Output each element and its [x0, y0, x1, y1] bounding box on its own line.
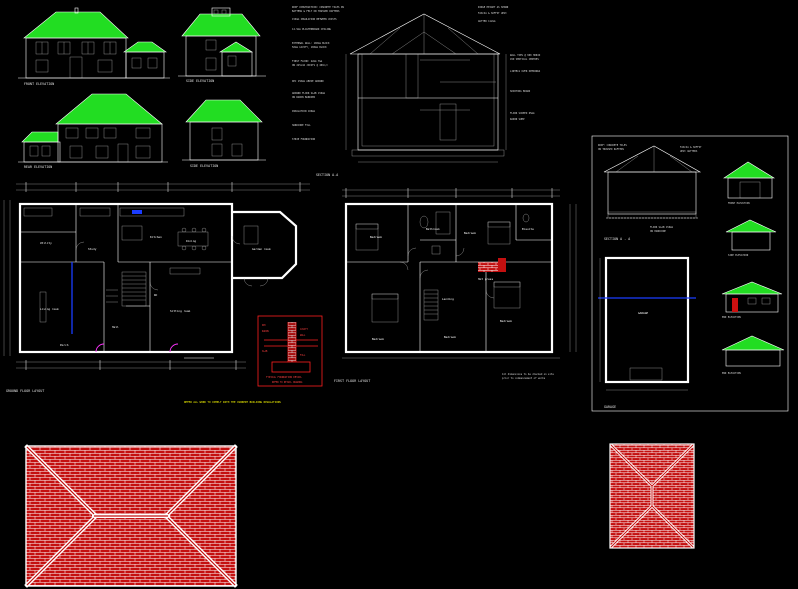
svg-text:DPC 150mm ABOVE GROUND: DPC 150mm ABOVE GROUND: [292, 80, 324, 83]
svg-text:ROOF CONSTRUCTION: CONCRETE TI: ROOF CONSTRUCTION: CONCRETE TILES ON: [292, 6, 344, 9]
detail-note: REFER TO DETAIL DRAWING: [272, 381, 303, 384]
svg-text:WALL TIES @ 900 HORIZ: WALL TIES @ 900 HORIZ: [510, 54, 541, 57]
garage-front-label: FRONT ELEVATION: [728, 202, 750, 205]
svg-text:INSULATION 100mm: INSULATION 100mm: [292, 110, 316, 113]
garage-sheet: ROOF: CONCRETE TILES ON TRUSSED RAFTERS …: [591, 135, 789, 412]
ff-room-bedroom-4: Bedroom: [500, 319, 512, 323]
svg-text:50mm CAVITY, 100mm BLOCK: 50mm CAVITY, 100mm BLOCK: [292, 46, 327, 49]
ff-room-landing: Landing: [442, 297, 454, 301]
note-right-2: prior to commencement of works: [502, 377, 546, 380]
garage-room-label: GARAGE: [638, 311, 648, 315]
svg-text:Bedroom: Bedroom: [444, 335, 456, 339]
ff-room-bedroom-2: Bedroom: [464, 231, 476, 235]
ff-room-bathroom: Bathroom: [426, 227, 440, 231]
svg-text:RADON SUMP: RADON SUMP: [510, 118, 525, 121]
room-utility: Utility: [40, 241, 52, 245]
house-roof-plan: [24, 444, 238, 588]
ff-room-bedroom-3: Bedroom: [372, 337, 384, 341]
svg-text:EXTERNAL WALL: 100mm BLOCK: EXTERNAL WALL: 100mm BLOCK: [292, 42, 330, 45]
note-right-1: All dimensions to be checked on site: [502, 373, 554, 376]
side-elevation-2-label: SIDE ELEVATION: [190, 164, 218, 168]
first-floor-title: FIRST FLOOR LAYOUT: [334, 379, 370, 383]
svg-text:STRIP FOUNDATION: STRIP FOUNDATION: [292, 138, 316, 141]
svg-text:SLAB: SLAB: [262, 350, 268, 353]
detail-caption: TYPICAL FOUNDATION DETAIL: [266, 376, 303, 379]
garage-plan-title: GARAGE: [604, 405, 616, 409]
svg-text:UPVC GUTTERS: UPVC GUTTERS: [680, 150, 698, 153]
svg-text:450 VERTICAL CENTRES: 450 VERTICAL CENTRES: [510, 58, 539, 61]
rear-elevation-label: REAR ELEVATION: [24, 165, 52, 169]
svg-text:BATTENS & FELT ON TRUSSED RAFT: BATTENS & FELT ON TRUSSED RAFTERS: [292, 10, 340, 13]
room-hall: Hall: [112, 325, 119, 329]
ff-room-hotpress: Hot press: [478, 277, 493, 281]
side-elevation-2: SIDE ELEVATION: [182, 99, 266, 168]
svg-text:LINTELS OVER OPENINGS: LINTELS OVER OPENINGS: [510, 70, 541, 73]
svg-text:150mm INSULATION BETWEEN JOIST: 150mm INSULATION BETWEEN JOISTS: [292, 18, 337, 21]
svg-text:CAVITY: CAVITY: [300, 328, 309, 331]
room-sitting: Sitting room: [170, 309, 191, 313]
svg-text:GUTTER 112mm: GUTTER 112mm: [478, 20, 496, 23]
ff-room-bedroom-1: Bedroom: [370, 235, 382, 239]
first-floor-plan: Bedroom Bathroom Ensuite Bedroom Bedroom…: [334, 188, 577, 383]
svg-text:ON TRUSSED RAFTERS: ON TRUSSED RAFTERS: [598, 148, 624, 151]
svg-text:ON 225x44 JOISTS @ 400c/c: ON 225x44 JOISTS @ 400c/c: [292, 64, 329, 67]
front-elevation-label: FRONT ELEVATION: [24, 82, 54, 86]
ff-room-ensuite: Ensuite: [522, 227, 534, 231]
section-a-a: ROOF CONSTRUCTION: CONCRETE TILES ON BAT…: [292, 6, 541, 177]
svg-text:GROUND FLOOR SLAB 150mm: GROUND FLOOR SLAB 150mm: [292, 92, 326, 95]
foundation-detail: DPC RADON CAVITY WALL SLAB FILL TYPICAL FOU…: [257, 315, 323, 387]
svg-text:ROOF: CONCRETE TILES: ROOF: CONCRETE TILES: [598, 144, 627, 147]
room-garden-room: Garden room: [252, 247, 271, 251]
room-dining: Dining: [186, 239, 196, 243]
side-elevation-label: SIDE ELEVATION: [186, 79, 214, 83]
garage-side-label: SIDE ELEVATION: [728, 254, 749, 257]
room-living: Living room: [40, 307, 59, 311]
regulations-note: REFER ALL WORK TO COMPLY WITH THE CURREN…: [184, 400, 281, 404]
svg-text:WALL: WALL: [300, 334, 306, 337]
front-elevation: FRONT ELEVATION: [18, 7, 170, 86]
ground-floor-title: GROUND FLOOR LAYOUT: [6, 389, 44, 393]
garage-end2-label: END ELEVATION: [722, 372, 741, 375]
room-kitchen: Kitchen: [150, 235, 162, 239]
svg-text:12.5mm PLASTERBOARD CEILING: 12.5mm PLASTERBOARD CEILING: [292, 28, 331, 31]
svg-text:FILL: FILL: [300, 354, 306, 357]
svg-text:RIDGE HEIGHT AS SHOWN: RIDGE HEIGHT AS SHOWN: [478, 6, 509, 9]
svg-text:HARDCORE FILL: HARDCORE FILL: [292, 124, 311, 127]
svg-text:FIRST FLOOR: 22mm T&G: FIRST FLOOR: 22mm T&G: [292, 60, 323, 63]
room-porch: Porch: [60, 343, 69, 347]
rear-elevation: REAR ELEVATION: [18, 93, 168, 169]
svg-text:FASCIA & SOFFIT: FASCIA & SOFFIT: [680, 146, 702, 149]
ground-floor-plan: Utility Kitchen Dining Living room Sitti…: [3, 182, 310, 393]
svg-text:ON RADON BARRIER: ON RADON BARRIER: [292, 96, 316, 99]
section-title: SECTION A-A: [316, 173, 338, 177]
svg-text:ON HARDCORE: ON HARDCORE: [650, 230, 666, 233]
svg-text:DPC: DPC: [262, 324, 267, 327]
svg-text:SKIRTING BOARD: SKIRTING BOARD: [510, 90, 531, 93]
side-elevation: SIDE ELEVATION: [178, 7, 266, 83]
room-wc: WC: [154, 293, 158, 297]
svg-text:FASCIA & SOFFIT UPVC: FASCIA & SOFFIT UPVC: [478, 12, 507, 15]
room-study: Study: [88, 247, 97, 251]
garage-end1-label: END ELEVATION: [722, 316, 741, 319]
svg-text:FLOOR SLAB 150mm: FLOOR SLAB 150mm: [650, 226, 674, 229]
svg-text:RADON: RADON: [262, 330, 269, 333]
garage-section-title: SECTION A - A: [604, 237, 630, 241]
garage-roof-plan: [609, 443, 695, 549]
svg-text:FLOOR SCREED 65mm: FLOOR SCREED 65mm: [510, 112, 535, 115]
